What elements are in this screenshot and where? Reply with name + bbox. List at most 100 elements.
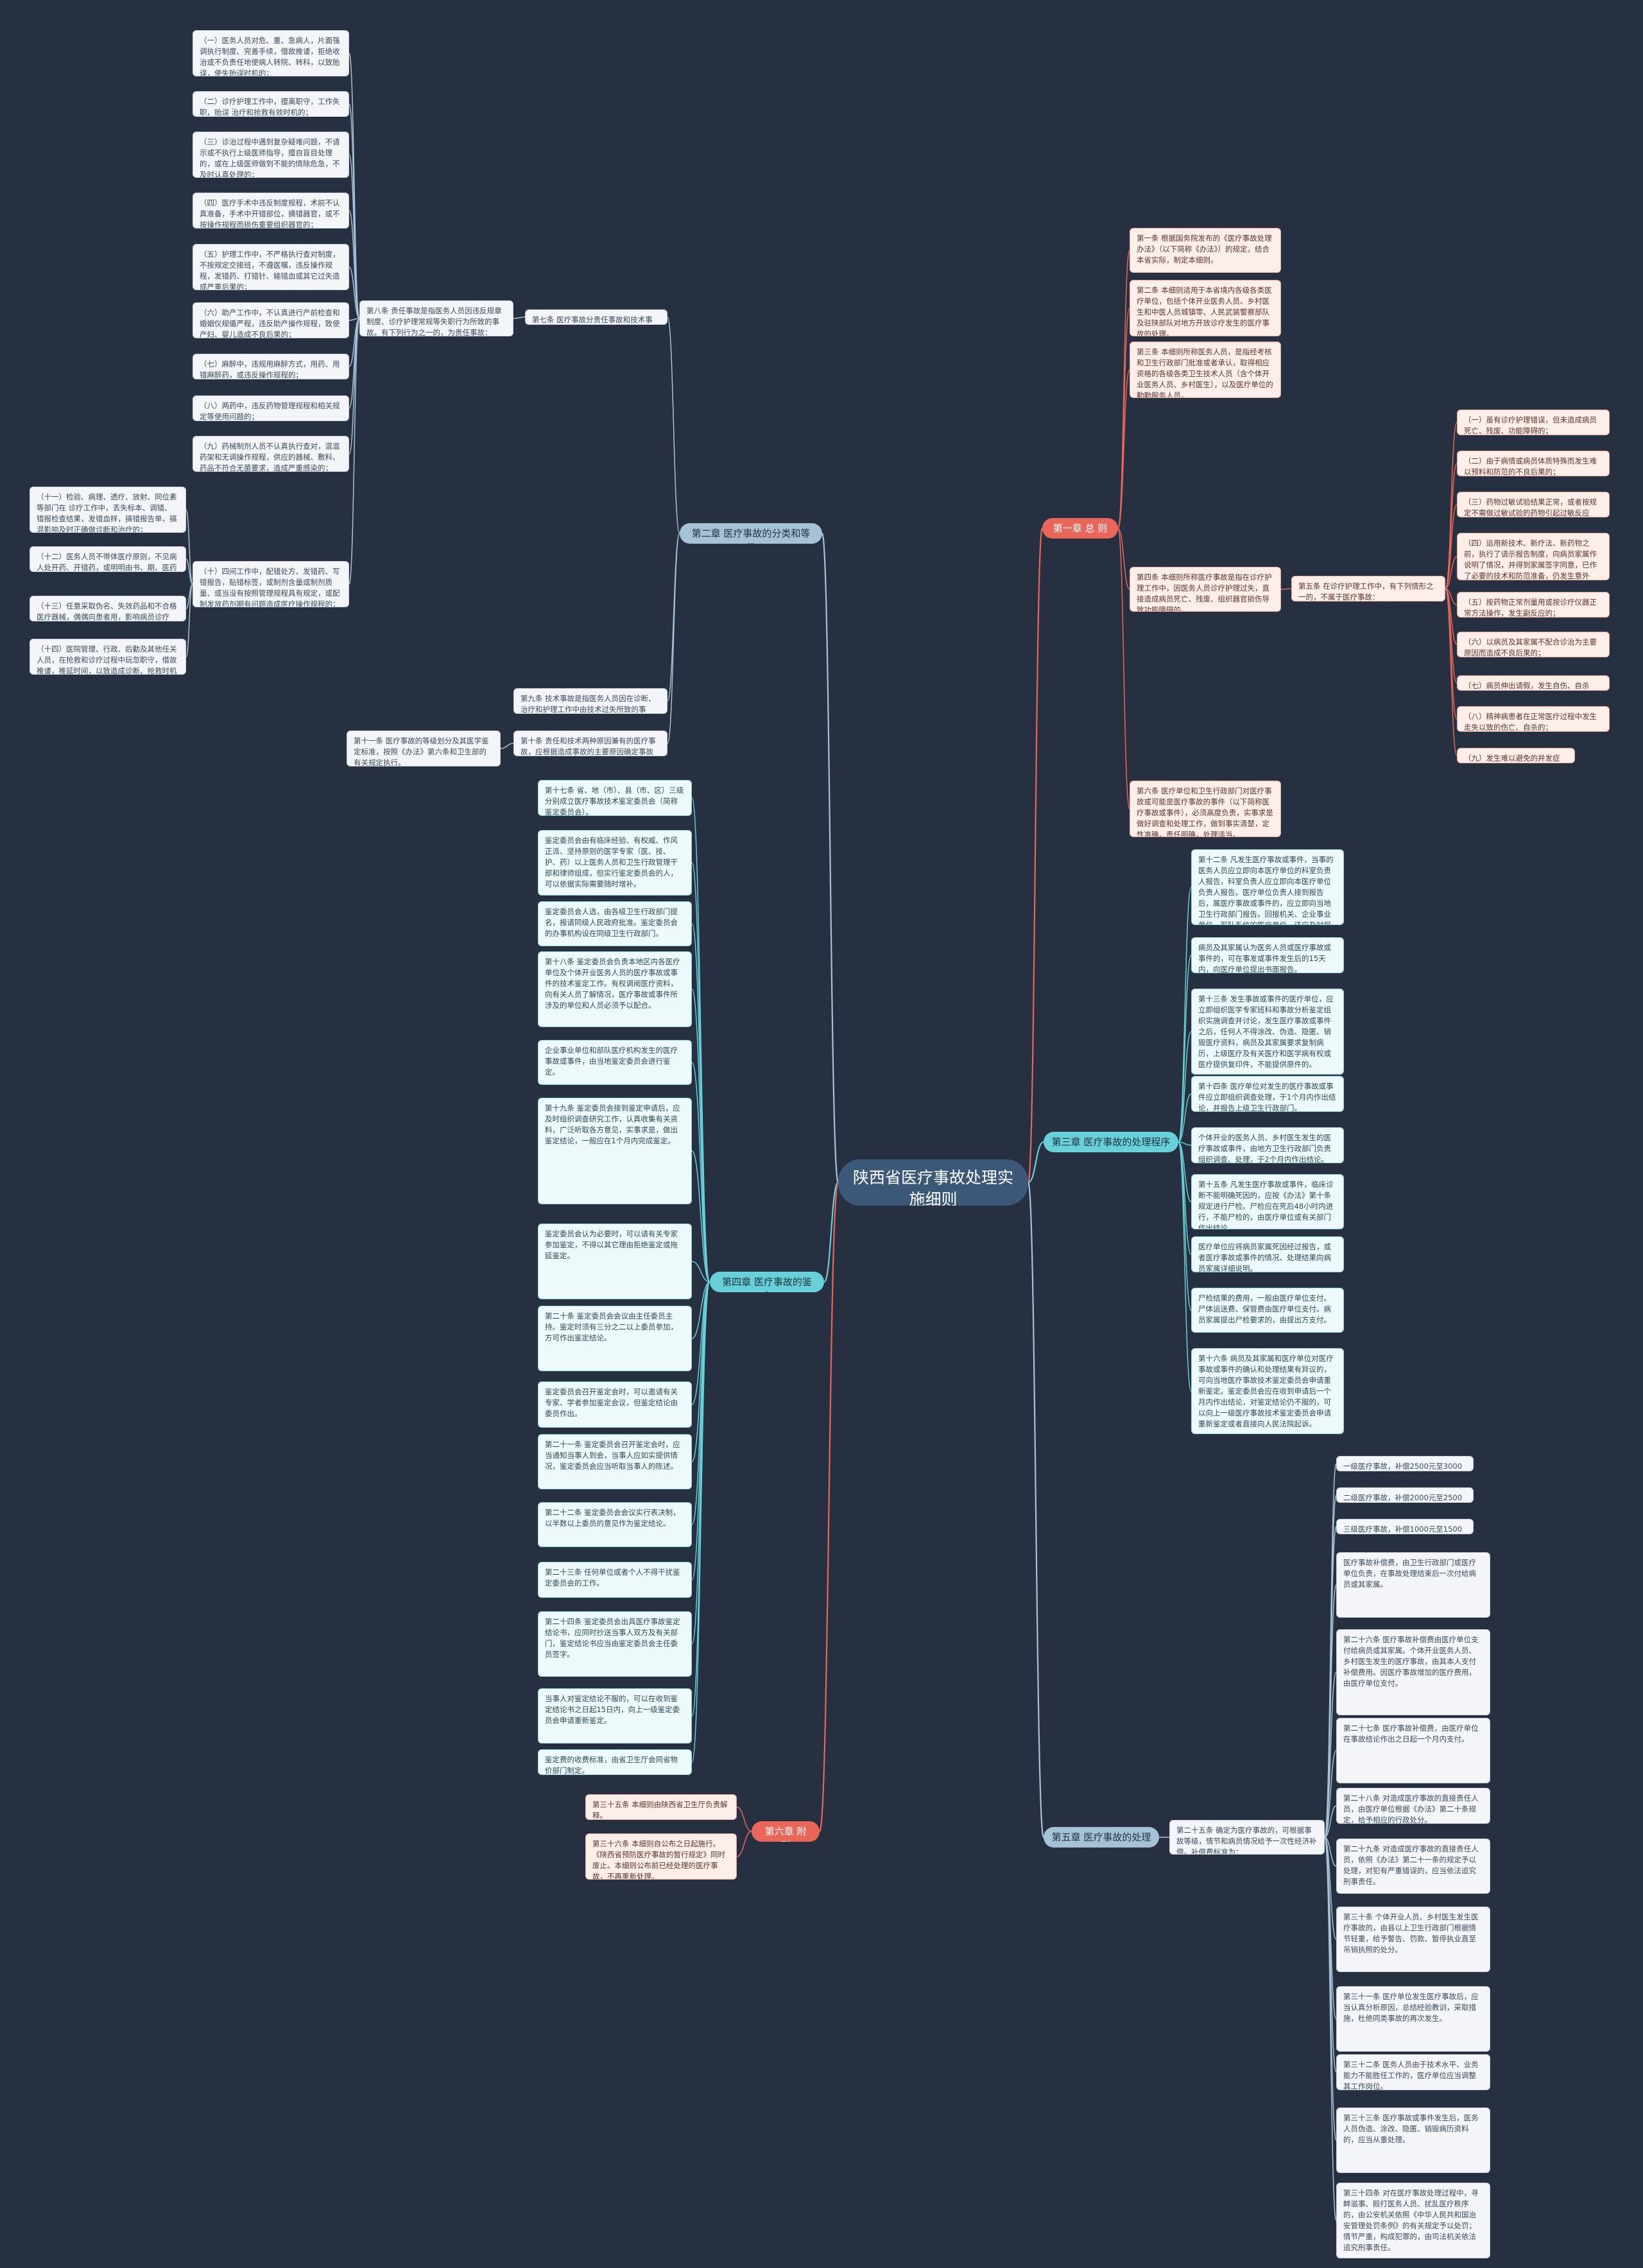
ch4-article-22[interactable]: 第二十二条 鉴定委员会会议实行表决制，以半数以上委员的意见作为鉴定结论。 (538, 1502, 692, 1547)
ch5-article-27[interactable]: 第二十七条 医疗事故补偿费，由医疗单位在事故结论作出之日起一个月内支付。 (1336, 1718, 1490, 1783)
ch3-item-7[interactable]: 医疗单位应将病员家属死因经过报告，或者医疗事故或事件的情况、处理结果向病员家属详… (1191, 1236, 1344, 1272)
link-b3-c3-4 (1178, 1141, 1192, 1146)
ch1-art5-item-7[interactable]: （七）病员伸出请假，发生自伤、自杀的； (1457, 675, 1610, 691)
ch1-art5-item-3[interactable]: （三）药物过敏试验结果正常，或者按规定不需做过敏试验的药物引起过敏反应的； (1457, 492, 1610, 517)
ch2-art8-subitem-14[interactable]: （十四）医院管理、行政、后勤及其他任关人员，在抢救和诊疗过程中玩忽职守，借故推诿… (30, 639, 186, 675)
link-b1-c1-3 (1117, 528, 1130, 590)
ch1-art5-item-5[interactable]: （五）按药物正常剂量用或按诊疗仪器正常方法操作，发生副反应的； (1457, 592, 1610, 618)
ch1-art5-item-9[interactable]: （九）发生难以避免的并发症的。 (1457, 748, 1575, 763)
ch3-item-2[interactable]: 病员及其家属认为医务人员或医疗事故或事件的，可在事发或事件发生后的15天内，向医… (1191, 937, 1344, 973)
ch2-art8-subitem-11[interactable]: （十一）检验、病理、透疗、放射、同位素等部门在 诊疗工作中，丢失标本、调错、错报… (30, 487, 186, 533)
link-b3-c3-5 (1178, 1141, 1192, 1202)
link-b1-c1-0 (1117, 250, 1130, 529)
ch1-article-1[interactable]: 第一条 根据国务院发布的《医疗事故处理办法》（以下简称《办法》）的规定，结合本省… (1130, 228, 1281, 273)
ch5-compensation-level-1[interactable]: 一级医疗事故，补偿2500元至3000元； (1336, 1456, 1474, 1471)
ch5-article-31[interactable]: 第三十一条 医疗单位发生医疗事故后，应当认真分析原因，总结经验教训，采取措施，杜… (1336, 1986, 1490, 2052)
ch1-art5-item-1[interactable]: （一）虽有诊疗护理错误，但未造成病员死亡、残废、功能障碍的； (1457, 410, 1610, 435)
root-topic[interactable]: 陕西省医疗事故处理实施细则 (838, 1159, 1028, 1206)
ch4-article-17[interactable]: 第十七条 省、地（市）、县（市、区）三级分别成立医疗事故技术鉴定委员会（简称鉴定… (538, 780, 692, 816)
branch-chapter-4[interactable]: 第四章 医疗事故的鉴定 (710, 1272, 824, 1292)
ch5-article-33[interactable]: 第三十三条 医疗事故或事件发生后，医务人员伪造、涂改、隐匿、销毁病历资料的，应当… (1336, 2108, 1490, 2173)
ch1-article-3[interactable]: 第三条 本细则所称医务人员，是指经考核和卫生行政部门批准或者承认，取得相应资格的… (1130, 342, 1281, 398)
ch5-article-30[interactable]: 第三十条 个体开业人员、乡村医生发生医疗事故的，由县以上卫生行政部门根据情节轻重… (1336, 1907, 1490, 1972)
ch5-article-32[interactable]: 第三十二条 医务人员由于技术水平、业务能力不能胜任工作的，医疗单位应当调整其工作… (1336, 2054, 1490, 2090)
ch1-art5-item-8[interactable]: （八）精神病患者在正常医疗过程中发生走失以致的伤亡、自杀的； (1457, 706, 1610, 732)
ch5-compensation-level-2[interactable]: 二级医疗事故，补偿2000元至2500元； (1336, 1487, 1474, 1503)
ch1-article-4[interactable]: 第四条 本细则所称医疗事故是指在诊疗护理工作中，因医务人员诊疗护理过失，直接造成… (1130, 567, 1281, 612)
ch4-item-14[interactable]: 当事人对鉴定结论不服的，可以在收到鉴定结论书之日起15日内，向上一级鉴定委员会申… (538, 1688, 692, 1744)
ch2-article-7[interactable]: 第七条 医疗事故分责任事故和技术事故。 (525, 309, 667, 325)
link-b2-c2-9 (667, 533, 680, 702)
ch2-art8-item-2[interactable]: （二）诊疗护理工作中，擅离职守，工作失职，贻误 治疗和抢救有效时机的； (193, 91, 349, 117)
ch1-article-6[interactable]: 第六条 医疗单位和卫生行政部门对医疗事故或可能是医疗事故的事件（以下简称医疗事故… (1130, 781, 1281, 837)
ch2-art8-item-9[interactable]: （九）药械制剂人员不认真执行查对，混滥药架和无调操作规程，供应的器械、敷料、药品… (193, 436, 349, 472)
ch3-article-15[interactable]: 第十五条 凡发生医疗事故或事件，临床诊断不能明确死因的，应按《办法》第十条规定进… (1191, 1174, 1344, 1229)
link-c2s-9-c2t-3 (185, 584, 193, 657)
ch5-compensation-level-3[interactable]: 三级医疗事故，补偿1000元至1500元。 (1336, 1519, 1474, 1534)
ch4-article-19[interactable]: 第十九条 鉴定委员会接到鉴定申请后，应及时组织调查研究工作，认真收集有关资料，广… (538, 1098, 692, 1204)
link-b1-c1-4 (1117, 528, 1130, 809)
link-c2-10-c2-11 (500, 743, 514, 749)
branch-chapter-1[interactable]: 第一章 总 则 (1042, 518, 1118, 539)
ch3-item-8[interactable]: 尸检结果的费用，一般由医疗单位支付。尸体运送费、保管费由医疗单位支付。病员家属提… (1191, 1288, 1344, 1333)
link-c5-i-c5-3 (1324, 1805, 1337, 1838)
ch2-art8-item-6[interactable]: （六）助产工作中，不认真进行产前检查和婚姻仪规循严程，违反助产操作规程，致使产妇… (193, 302, 349, 338)
ch4-item-5[interactable]: 企业事业单位和部队医疗机构发生的医疗事故或事件，由当地鉴定委员会进行鉴定。 (538, 1040, 692, 1085)
ch2-article-8[interactable]: 第八条 责任事故是指医务人员因违反规章制度、诊疗护理常规等失职行为所致的事故。有… (359, 300, 513, 336)
link-c1-5-c1s-8 (1445, 588, 1458, 756)
ch2-art8-item-1[interactable]: （一）医务人员对危、重、急病人，片面强调执行制度、完善手续，借故推诿，拒绝收治或… (193, 30, 349, 76)
ch5-article-34[interactable]: 第三十四条 对在医疗事故处理过程中，寻衅滋事、殴打医务人员、扰乱医疗秩序的，由公… (1336, 2183, 1490, 2258)
ch1-art5-item-6[interactable]: （六）以病员及其家属不配合诊治为主要原因而造成不良后果的； (1457, 632, 1610, 657)
ch1-art5-item-4[interactable]: （四）运用新技术、新疗法、新药物之前，执行了请示报告制度，向病员家属作说明了情况… (1457, 533, 1610, 580)
ch2-art8-subitem-12[interactable]: （十二）医务人员不带体医疗原则，不见病人处开药、开错药，或明明由书、期、医药药品… (30, 546, 186, 572)
ch2-art8-item-4[interactable]: （四）医疗手术中违反制度规程，术前不认真准备，手术中开错部位，摘错器官，或不按操… (193, 193, 349, 229)
ch4-item-7[interactable]: 鉴定委员会认为必要时，可以请有关专家参加鉴定，不得以其它理由拒绝鉴定或拖延鉴定。 (538, 1224, 692, 1299)
ch2-article-11[interactable]: 第十一条 医疗事故的等级划分及其医学鉴定标准，按照《办法》第六条和卫生部的有关规… (347, 731, 501, 766)
ch4-item-15[interactable]: 鉴定费的收费标准，由省卫生厅会同省物价部门制定。 (538, 1749, 692, 1775)
branch-chapter-6[interactable]: 第六章 附 则 (752, 1821, 820, 1842)
branch-chapter-3[interactable]: 第三章 医疗事故的处理程序 (1044, 1132, 1178, 1152)
ch6-article-35[interactable]: 第三十五条 本细则由陕西省卫生厅负责解释。 (585, 1794, 737, 1820)
branch-chapter-5[interactable]: 第五章 医疗事故的处理 (1044, 1827, 1159, 1848)
ch5-article-25[interactable]: 第二十五条 确定为医疗事故的，可根据事故等级，情节和病员情况给予一次性经济补偿。… (1169, 1820, 1325, 1855)
ch4-article-24[interactable]: 第二十四条 鉴定委员会出具医疗事故鉴定结论书，应同时抄送当事人双方及有关部门，鉴… (538, 1611, 692, 1677)
ch5-article-28[interactable]: 第二十八条 对造成医疗事故的直接责任人员，由医疗单位根据《办法》第二十条规定，给… (1336, 1788, 1490, 1824)
ch1-article-2[interactable]: 第二条 本细则适用于本省境内各级各类医疗单位，包括个体开业医务人员、乡村医生和中… (1130, 280, 1281, 336)
link-c5-i-c5-1 (1324, 1672, 1337, 1838)
link-b4-c4-4 (691, 1062, 710, 1283)
ch1-art5-item-2[interactable]: （二）由于病情或病员体质特殊而发生难以预料和防范的不良后果的； (1457, 451, 1610, 476)
ch2-art8-item-3[interactable]: （三）诊治过程中遇到复杂疑难问题，不请示或不执行上级医师指导，擅自盲目处理的，或… (193, 132, 349, 178)
ch5-article-26[interactable]: 第二十六条 医疗事故补偿费由医疗单位支付给病员或其家属。个体开业医务人员、乡村医… (1336, 1629, 1490, 1715)
link-b4-c4-2 (691, 923, 710, 1283)
ch3-article-16[interactable]: 第十六条 病员及其家属和医疗单位对医疗事故或事件的确认和处理结果有异议的，可向当… (1191, 1348, 1344, 1434)
link-c2-8-c2s-5 (348, 318, 360, 321)
ch5-article-29[interactable]: 第二十九条 对造成医疗事故的直接责任人员，依照《办法》第二十一条的规定予以处理，… (1336, 1839, 1490, 1894)
branch-chapter-2[interactable]: 第二章 医疗事故的分类和等级 (680, 523, 822, 544)
ch4-item-3[interactable]: 鉴定委员会人选，由各级卫生行政部门提名，报请同级人民政府批准。鉴定委员会的办事机… (538, 901, 692, 946)
ch2-article-9[interactable]: 第九条 技术事故是指医务人员因在诊断、治疗和护理工作中由技术过失所致的事故。 (513, 688, 667, 714)
ch4-article-23[interactable]: 第二十三条 任何单位或者个人不得干扰鉴定委员会的工作。 (538, 1562, 692, 1598)
ch2-art8-item-5[interactable]: （五）护理工作中，不严格执行查对制度，不按规定交接班，不遵医嘱，违反操作规程，发… (193, 244, 349, 290)
link-c2-8-c2s-9 (348, 318, 360, 585)
ch2-art8-item-8[interactable]: （八）两药中，违反药物管理规程和相关规定等使用问题的； (193, 395, 349, 421)
link-c2-8-c2s-8 (348, 318, 360, 454)
ch3-article-14[interactable]: 第十四条 医疗单位对发生的医疗事故或事件应立即组织调查处理，于1个月内作出结论，… (1191, 1076, 1344, 1112)
ch3-item-5[interactable]: 个体开业的医务人员、乡村医生发生的医疗事故或事件，由地方卫生行政部门负责组织调查… (1191, 1127, 1344, 1163)
ch2-art8-item-7[interactable]: （七）麻醉中，违规用麻醉方式，用药、用错麻醉药，或违反操作规程的； (193, 354, 349, 379)
ch4-article-18[interactable]: 第十八条 鉴定委员会负责本地区内各医疗单位及个体开业医务人员的医疗事故或事件的技… (538, 951, 692, 1027)
ch4-article-21[interactable]: 第二十一条 鉴定委员会召开鉴定会时，应当通知当事人到会，当事人应如实提供情况，鉴… (538, 1434, 692, 1489)
ch2-art8-subitem-13[interactable]: （十三）任意采取伪名、失效药品和不合格医疗器械，偶偶向患者用，影响病员诊疗的； (30, 596, 186, 621)
ch2-article-10[interactable]: 第十条 责任和技术两种原因兼有的医疗事故，应根据造成事故的主要原因确定事故的性质… (513, 731, 667, 756)
ch5-item-compensation-fee[interactable]: 医疗事故补偿费，由卫生行政部门或医疗单位负责，在事故处理结束后一次付给病员或其家… (1336, 1552, 1490, 1618)
link-c2-8-c2s-4 (348, 266, 360, 319)
ch1-article-5[interactable]: 第五条 在诊疗护理工作中，有下列情形之一的，不属于医疗事故： (1291, 576, 1445, 602)
ch3-article-13[interactable]: 第十三条 发生事故或事件的医疗单位，应立即组织医学专家班科和事故分析鉴定组织实施… (1191, 989, 1344, 1075)
ch4-item-9[interactable]: 鉴定委员会召开鉴定会时，可以邀请有关专家、学者参加鉴定会议，但鉴定结论由委员作出… (538, 1381, 692, 1428)
ch2-art8-item-10[interactable]: （十）四间工作中，配错处方、发错药、写错报告，贴错标签，或制剂含量或制剂质量、或… (193, 561, 349, 607)
ch3-article-12[interactable]: 第十二条 凡发生医疗事故或事件，当事的医务人员应立即向本医疗单位的科室负责人报告… (1191, 849, 1344, 925)
link-root-b3 (1028, 1141, 1044, 1184)
ch4-item-2[interactable]: 鉴定委员会由有临床经验、有权威、作风正派、坚持原则的医学专家（医、技、护、药）以… (538, 830, 692, 896)
ch6-article-36[interactable]: 第三十六条 本细则自公布之日起施行。《陕西省预防医疗事故的暂行规定》同时废止。本… (585, 1833, 737, 1880)
ch4-article-20[interactable]: 第二十条 鉴定委员会会议由主任委员主持。鉴定时须有三分之二以上委员参加，方可作出… (538, 1306, 692, 1371)
